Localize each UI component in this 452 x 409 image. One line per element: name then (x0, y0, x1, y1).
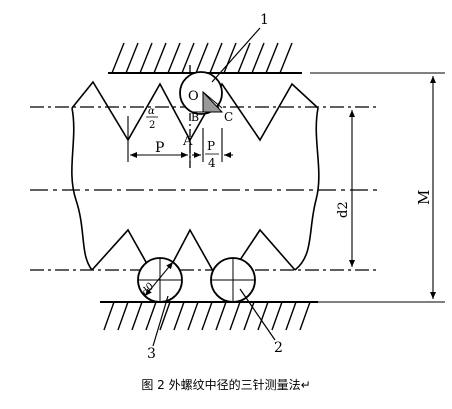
pitch-label: P (155, 140, 164, 156)
callout-3-label: 3 (147, 346, 156, 362)
callout-1-label: 1 (260, 12, 269, 28)
half-angle-numerator: α (148, 106, 155, 117)
m-dimension (310, 72, 445, 303)
quarter-pitch-numerator: P (207, 139, 215, 153)
callout-2-label: 2 (274, 340, 283, 356)
bottom-anvil (100, 301, 318, 331)
leader-lines (152, 27, 276, 347)
pitch-dimension (127, 116, 233, 162)
wire-1 (179, 71, 224, 115)
thread-bottom-profile (91, 228, 296, 289)
quarter-pitch-label: P 4 (205, 139, 219, 170)
half-angle-denominator: 2 (149, 120, 155, 131)
point-c-label: C (224, 110, 233, 124)
quarter-pitch-denominator: 4 (208, 156, 216, 170)
d2-label: d2 (336, 201, 351, 218)
figure-caption: 图 2 外螺纹中径的三针测量法↵ (141, 378, 311, 392)
point-b-label: B (191, 111, 199, 124)
break-line-left (71, 107, 93, 271)
d0-arrow (144, 261, 174, 297)
break-line-right (294, 107, 320, 271)
top-anvil (108, 42, 302, 74)
wire-2 (210, 257, 256, 303)
half-angle-label: α 2 (146, 106, 158, 131)
point-o-label: O (188, 89, 199, 104)
point-a-label: A (182, 134, 193, 149)
m-label: M (415, 190, 433, 205)
